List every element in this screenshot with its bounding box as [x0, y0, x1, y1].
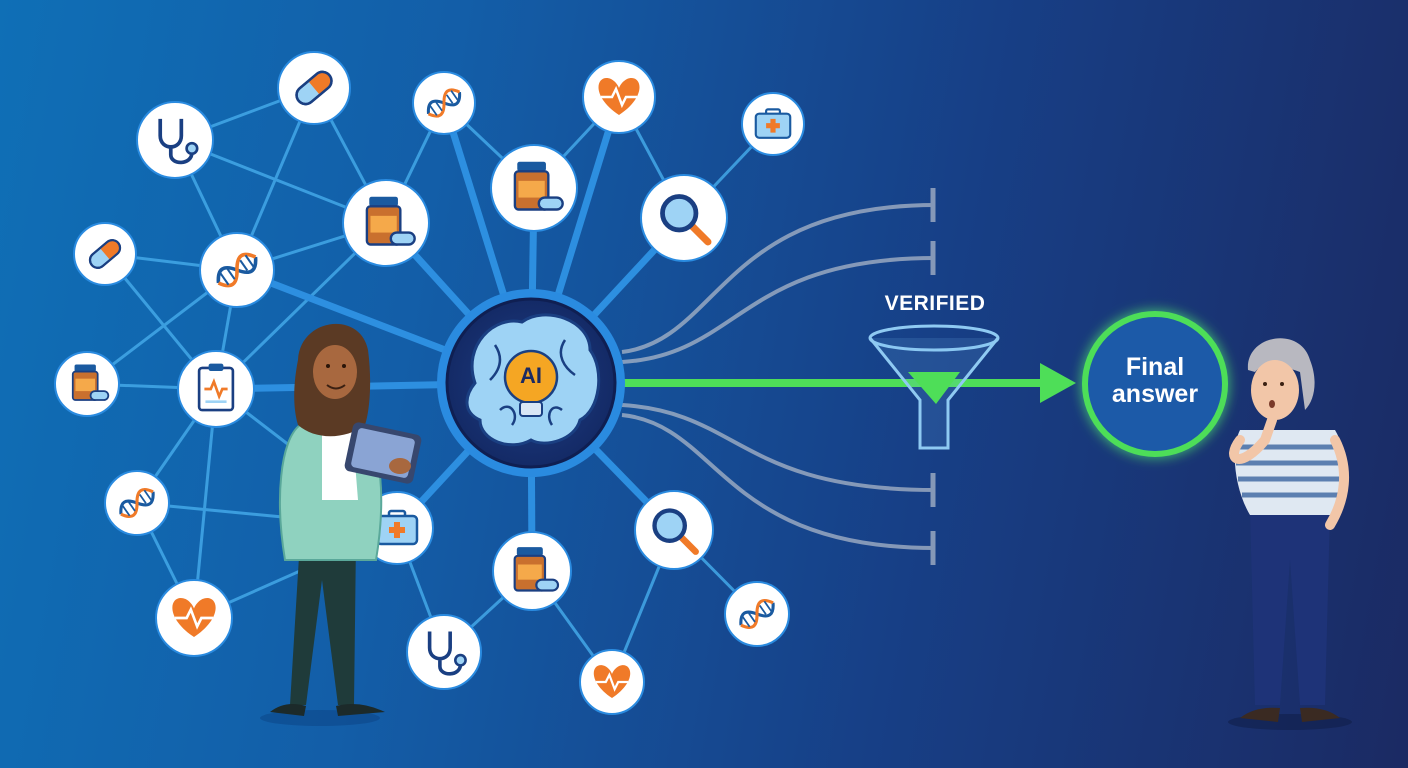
- final-answer-node: [1082, 311, 1228, 457]
- clinician-legs: [290, 540, 356, 705]
- candidate-path-1: [621, 203, 936, 354]
- patient-figure: [1228, 338, 1352, 730]
- magnifier-icon: [652, 508, 699, 555]
- verified-path: [622, 363, 1076, 403]
- medicine-bottle-icon: [513, 547, 560, 592]
- heart-rate-icon: [598, 77, 640, 115]
- heart-rate-icon: [593, 665, 631, 698]
- candidate-paths: [621, 188, 936, 565]
- medicine-bottle-icon: [513, 161, 564, 211]
- node-stethoscope: [406, 614, 482, 690]
- node-heart-rate: [155, 579, 233, 657]
- clinician-hand: [389, 458, 411, 474]
- clinician-shirt: [322, 425, 358, 500]
- network-nodes: [54, 51, 805, 715]
- dna-icon: [216, 252, 258, 288]
- clinician-figure: [260, 323, 422, 726]
- dna-icon: [119, 487, 155, 519]
- final-answer-line-2: answer: [1111, 380, 1199, 408]
- patient-pants: [1250, 510, 1330, 705]
- brain-lightbulb-icon: [465, 313, 601, 447]
- verified-arrowhead: [1040, 363, 1076, 403]
- candidate-path-4: [621, 413, 936, 550]
- node-dna: [104, 470, 170, 536]
- hub-label: AI: [520, 363, 542, 388]
- node-heart-rate: [579, 649, 645, 715]
- verified-label: VERIFIED: [884, 292, 986, 315]
- first-aid-kit-icon: [375, 509, 419, 546]
- magnifier-icon: [660, 194, 712, 246]
- node-circle: [406, 614, 482, 690]
- candidate-path-3: [621, 403, 936, 492]
- patient-face: [1251, 360, 1299, 420]
- pill-capsule-icon: [295, 70, 333, 106]
- final-answer-label: Final answer: [1090, 354, 1220, 408]
- node-heart-rate: [582, 60, 656, 134]
- medicine-bottle-icon: [71, 364, 110, 401]
- clipboard-chart-icon: [197, 363, 235, 412]
- clinician-face: [313, 345, 357, 399]
- node-clipboard-chart: [177, 350, 255, 428]
- node-magnifier: [640, 174, 728, 262]
- ai-hub: [437, 289, 625, 477]
- patient-shirt: [1234, 430, 1345, 515]
- patient-arm: [1229, 415, 1277, 464]
- heart-rate-icon: [172, 597, 216, 637]
- clinician-shoes: [270, 704, 385, 716]
- patient-arm-hip: [1325, 435, 1350, 530]
- candidate-path-2: [621, 256, 936, 364]
- node-medicine-bottle: [54, 351, 120, 417]
- node-dna: [199, 232, 275, 308]
- pill-capsule-icon: [88, 239, 122, 269]
- clinician-smile: [326, 384, 346, 390]
- patient-shoes: [1240, 707, 1340, 722]
- node-circle: [136, 101, 214, 179]
- funnel-icon: [868, 324, 1000, 450]
- node-medicine-bottle: [490, 144, 578, 232]
- node-magnifier: [634, 490, 714, 570]
- node-medicine-bottle: [492, 531, 572, 611]
- medicine-bottle-icon: [365, 196, 416, 246]
- patient-hair: [1247, 338, 1315, 410]
- final-answer-line-1: Final: [1125, 353, 1185, 381]
- dna-icon: [739, 598, 775, 630]
- stethoscope-icon: [427, 631, 467, 676]
- node-stethoscope: [136, 101, 214, 179]
- node-pill-capsule: [277, 51, 351, 125]
- first-aid-kit-icon: [754, 108, 792, 139]
- node-dna: [412, 71, 476, 135]
- stethoscope-icon: [158, 118, 199, 165]
- dna-icon: [426, 88, 462, 118]
- node-first-aid-kit: [741, 92, 805, 156]
- node-medicine-bottle: [342, 179, 430, 267]
- node-dna: [724, 581, 790, 647]
- node-pill-capsule: [73, 222, 137, 286]
